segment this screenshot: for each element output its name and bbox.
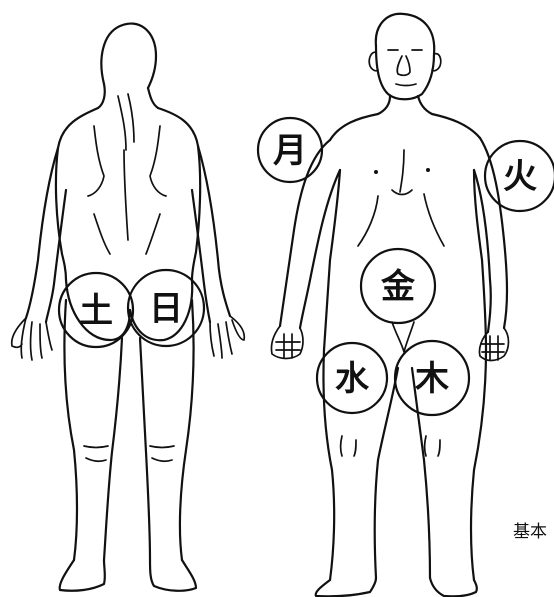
front-foot-left — [316, 578, 376, 596]
zone-label-sun: 日 — [149, 289, 183, 329]
front-shoulder-left — [330, 114, 378, 140]
back-knee-left — [84, 446, 108, 461]
front-leg-left-inner — [375, 368, 398, 578]
front-leg-right-inner — [412, 368, 430, 578]
front-head — [376, 14, 434, 99]
front-neck-left — [378, 96, 390, 114]
zone-label-tue: 火 — [503, 157, 537, 197]
back-hand-right — [210, 316, 244, 358]
zone-label-fri: 金 — [380, 267, 416, 307]
zone-markers: 土 日 月 火 水 木 金 — [59, 118, 554, 415]
front-nose — [397, 56, 410, 75]
back-knee-right — [150, 446, 174, 461]
front-leg-left-outer — [323, 350, 334, 580]
back-leg-left-outer — [64, 300, 77, 560]
back-scapula-left — [88, 126, 104, 196]
back-neck-right — [148, 88, 158, 108]
back-spine-line-3 — [124, 150, 128, 240]
front-hand-left — [271, 326, 303, 359]
front-navel-fold — [392, 190, 412, 195]
front-chest-line — [400, 150, 404, 192]
back-waist-right — [146, 214, 160, 254]
back-leg-right-inner — [140, 338, 150, 560]
front-nipple-right — [426, 168, 430, 172]
front-foot-right — [430, 578, 477, 596]
back-spine-line-1 — [118, 96, 126, 150]
front-arm-left-inner — [300, 170, 340, 328]
front-shoulder-right — [432, 114, 480, 138]
diagram-caption: 基本 — [513, 517, 554, 542]
front-hand-right — [479, 328, 508, 361]
front-neck-right — [418, 96, 432, 114]
zone-label-sat: 土 — [79, 291, 113, 331]
front-knee-right — [425, 436, 441, 456]
back-neck-left — [98, 84, 105, 108]
back-torso-right — [158, 108, 200, 280]
back-arm-right-outer — [198, 146, 230, 316]
back-waist-left — [94, 214, 110, 254]
front-abdomen-right — [424, 194, 444, 246]
back-hand-left — [12, 318, 52, 360]
front-nipple-left — [374, 170, 378, 174]
back-leg-left-inner — [104, 338, 122, 560]
back-scapula-right — [150, 126, 166, 196]
front-torso-left — [324, 170, 340, 350]
front-leg-right-outer — [471, 350, 486, 580]
back-foot-left — [60, 560, 105, 591]
zone-label-mon: 月 — [273, 131, 307, 171]
zone-label-wed: 水 — [335, 359, 370, 399]
back-foot-right — [150, 560, 196, 591]
front-knee-left — [341, 436, 357, 456]
back-head — [101, 24, 156, 88]
back-spine-line-2 — [128, 94, 134, 142]
front-arm-right-inner — [474, 170, 491, 332]
front-abdomen-left — [358, 196, 378, 246]
zone-label-thu: 木 — [414, 359, 449, 399]
front-mouth — [396, 84, 416, 86]
